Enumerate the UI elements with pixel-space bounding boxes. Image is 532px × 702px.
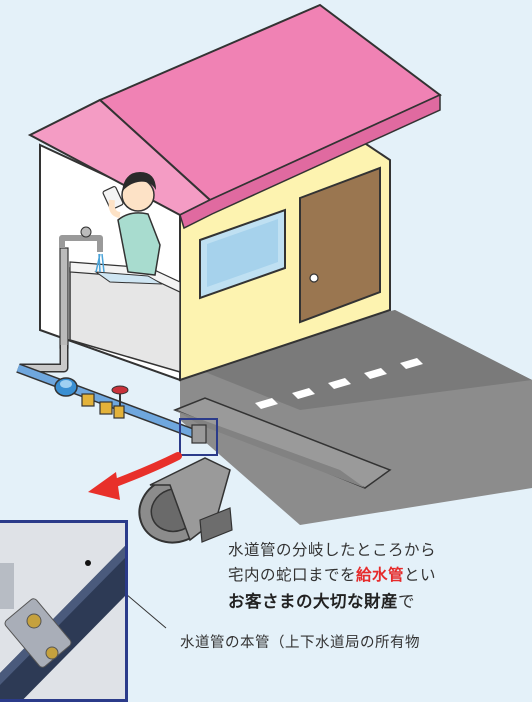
- faucet: [59, 235, 103, 252]
- person-drinking: [102, 172, 161, 276]
- water-stream: [95, 253, 105, 273]
- caption-line-2-pre: 宅内の蛇口までを: [228, 566, 357, 584]
- pipe-photo: [0, 520, 128, 702]
- sink-basin: [94, 271, 163, 285]
- roof-edge: [179, 93, 441, 230]
- faucet-handle: [80, 226, 92, 238]
- photo-leader-dot: [85, 560, 91, 566]
- pipe-saddle: [199, 507, 233, 543]
- main-pipe-shadow: [175, 410, 365, 488]
- photo-bolt: [26, 613, 42, 629]
- caption-important-property: お客さまの大切な財産: [228, 592, 398, 611]
- window-glass: [207, 219, 278, 287]
- caption-line-1: 水道管の分岐したところから: [228, 541, 437, 559]
- valve-brass-3: [113, 405, 125, 419]
- caption-line-3-post: で: [398, 592, 415, 611]
- road-surface: [180, 310, 532, 410]
- service-pipe-term: 給水管: [356, 566, 405, 584]
- branch-tee: [191, 424, 207, 444]
- caption-line-2-post: とい: [404, 566, 437, 584]
- valve-brass-1: [81, 393, 95, 407]
- main-pipe-label: 水道管の本管（上下水道局の所有物: [180, 635, 420, 651]
- stop-valve-handle: [111, 385, 129, 395]
- door-knob: [309, 273, 319, 283]
- interior-pipe: [59, 247, 69, 349]
- road-markings: [255, 358, 423, 409]
- valve-brass-2: [99, 401, 113, 415]
- caption-line-2: 宅内の蛇口までを給水管とい: [228, 563, 436, 585]
- photo-bolt-2: [45, 646, 59, 660]
- branch-highlight-box: [179, 418, 218, 456]
- service-pipe-upper: [20, 345, 67, 371]
- door: [299, 166, 381, 324]
- pointer-arrowhead: [88, 472, 120, 500]
- caption-line-3: お客さまの大切な財産で: [228, 588, 415, 612]
- photo-pipe-fitting: [0, 563, 14, 609]
- water-meter-dial: [60, 380, 72, 388]
